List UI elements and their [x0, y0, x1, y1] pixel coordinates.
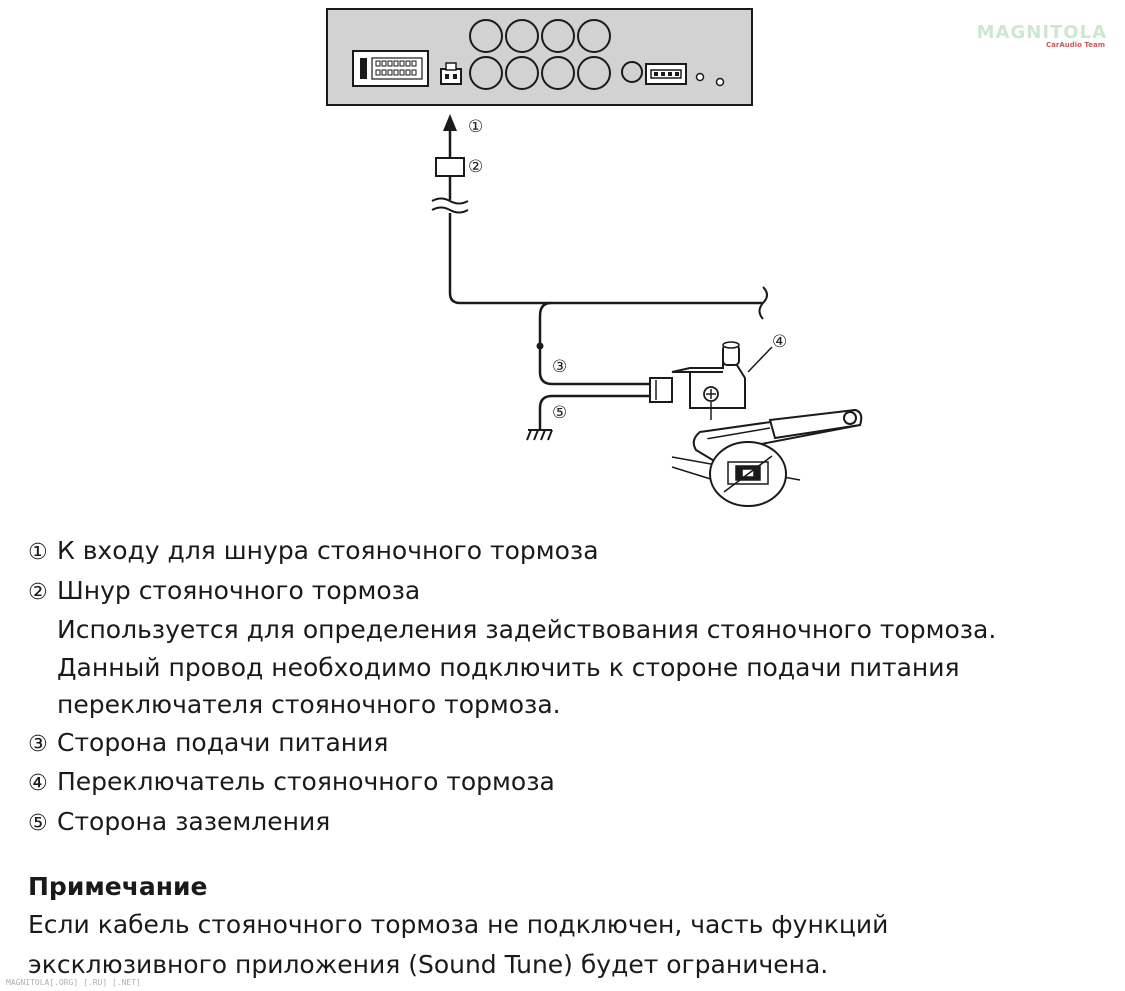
power-side-wire	[538, 301, 650, 386]
wiring-diagram: ① ② ③ ④ ⑤	[326, 8, 863, 507]
legend-item-5: ⑤ Сторона заземления	[28, 803, 1108, 843]
small-jack	[715, 77, 725, 87]
ground-wire	[538, 394, 650, 430]
legend-number: ③	[28, 731, 48, 757]
rca-jacks	[469, 19, 611, 90]
main-wiring-connector	[352, 50, 429, 87]
parking-brake-input-connector	[440, 62, 462, 85]
svg-text:⑤: ⑤	[552, 403, 567, 423]
legend-text: Шнур стояночного тормоза	[57, 575, 421, 605]
cable-plug	[435, 157, 465, 177]
svg-text:①: ①	[468, 117, 483, 137]
cable-break-symbol	[431, 197, 469, 214]
legend-description-line: Используется для определения задействова…	[57, 615, 997, 644]
legend-list: ① К входу для шнура стояночного тормоза ②…	[28, 532, 1108, 842]
legend-description-line: переключателя стояночного тормоза.	[57, 690, 561, 719]
legend-number: ⑤	[28, 810, 48, 836]
junction-dot	[536, 342, 544, 350]
legend-text: Сторона подачи питания	[57, 727, 389, 757]
parking-brake-lever	[671, 408, 863, 507]
legend-text: Сторона заземления	[57, 806, 331, 836]
ground-symbol	[526, 429, 553, 441]
legend-number: ④	[28, 771, 48, 796]
note-line: Если кабель стояночного тормоза не подкл…	[28, 910, 889, 939]
head-unit-rear-panel	[326, 8, 753, 106]
watermark-footer: MAGNITOLA[.ORG] [.RU] [.NET]	[6, 978, 141, 987]
note-body: Если кабель стояночного тормоза не подкл…	[28, 905, 1108, 985]
usb-port	[645, 63, 687, 85]
note-heading: Примечание	[28, 872, 208, 901]
callout-1: ①	[468, 117, 483, 137]
legend-text: К входу для шнура стояночного тормоза	[57, 536, 599, 565]
legend-text: Переключатель стояночного тормоза	[57, 767, 555, 796]
legend-item-2: ② Шнур стояночного тормоза Используется д…	[28, 572, 1108, 724]
connection-arrow	[443, 114, 457, 158]
small-jack	[695, 72, 705, 82]
svg-text:③: ③	[552, 357, 567, 377]
watermark-logo: MAGNITOLA	[976, 22, 1107, 43]
legend-item-1: ① К входу для шнура стояночного тормоза	[28, 532, 1108, 572]
callout-2: ②	[468, 157, 483, 177]
cable-end-break	[758, 286, 768, 320]
legend-item-3: ③ Сторона подачи питания	[28, 724, 1108, 764]
callout-3: ③	[552, 357, 567, 377]
callout-5: ⑤	[552, 403, 567, 423]
note-line: эксклюзивного приложения (Sound Tune) бу…	[28, 950, 829, 979]
legend-number: ①	[28, 540, 48, 565]
svg-text:④: ④	[772, 332, 787, 352]
parking-brake-lead	[448, 213, 763, 305]
legend-item-4: ④ Переключатель стояночного тормоза	[28, 763, 1108, 803]
svg-text:②: ②	[468, 157, 483, 177]
legend-number: ②	[28, 579, 48, 605]
parking-brake-switch	[649, 341, 746, 420]
callout-4: ④	[747, 332, 787, 373]
watermark-tagline: CarAudio Team	[1046, 41, 1105, 49]
antenna-jack	[621, 61, 643, 83]
legend-description-line: Данный провод необходимо подключить к ст…	[57, 652, 960, 682]
